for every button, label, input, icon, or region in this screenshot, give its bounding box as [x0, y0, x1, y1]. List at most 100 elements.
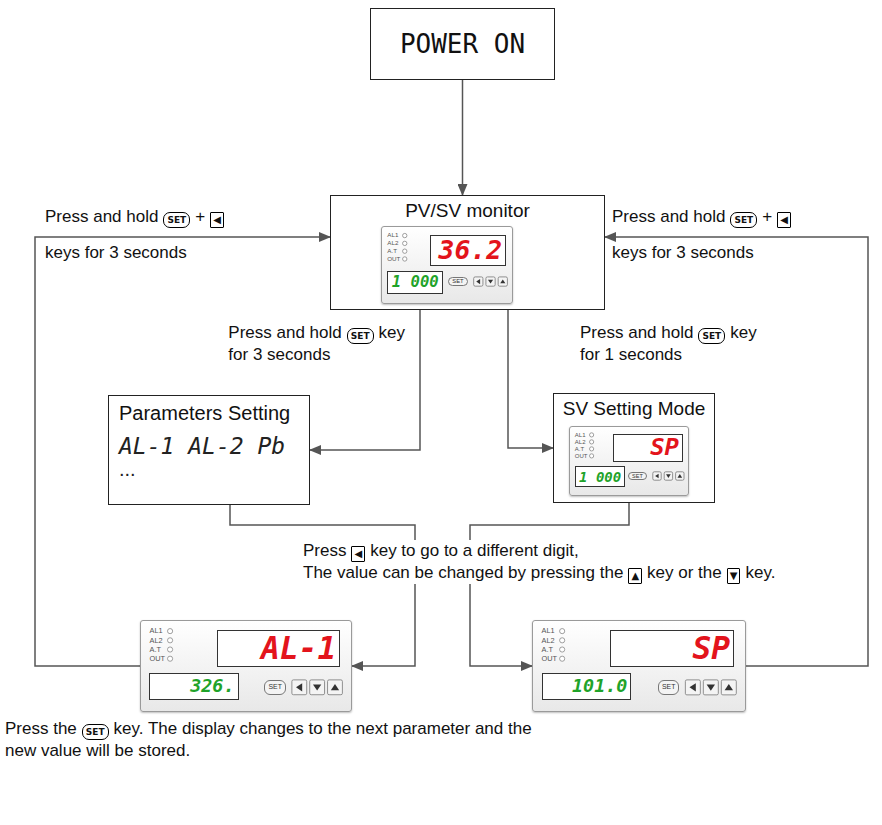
key-icon: SET [347, 328, 374, 344]
set-key: SET [448, 277, 467, 286]
annotation: Press and holdSET+◀keys for 3 seconds [612, 206, 796, 264]
arrow-key-symbol [488, 280, 493, 284]
flow-connector [605, 237, 868, 666]
arrow-key [703, 680, 718, 695]
annotation-line: Press◀key to go to a different digit, [303, 540, 780, 562]
node-title: PV/SV monitor [331, 200, 604, 222]
indicator-lamp [403, 249, 407, 253]
pv-value: AL-1 [261, 633, 336, 664]
arrow-key [664, 472, 672, 480]
annotation: Press◀key to go to a different digit,The… [300, 540, 783, 584]
arrow-key-symbol [313, 684, 321, 690]
flow-connector [35, 237, 330, 666]
arrow-key-symbol [725, 684, 733, 690]
indicator-lamp [590, 440, 594, 444]
indicator-lamp [403, 241, 407, 245]
node-label: POWER ON [400, 29, 525, 59]
annotation-text: key [379, 323, 405, 342]
arrow-key-symbol [331, 684, 339, 690]
pv-display: 36.2 [430, 235, 507, 266]
annotation-line: Press the SETkey. The display changes to … [5, 718, 535, 762]
arrow-key [653, 472, 661, 480]
arrow-key-symbol [500, 279, 505, 283]
pv-value: SP [650, 436, 679, 460]
annotation-text: keys for 3 seconds [45, 243, 187, 262]
arrow-key [721, 680, 736, 695]
key-icon: SET [163, 212, 190, 228]
annotation-line: Press and hold SET key [228, 322, 410, 344]
mode-box: PV/SV monitor36.21 000AL1AL2A.TOUTSET [330, 195, 605, 310]
key-icon: ◀ [210, 212, 224, 228]
annotation-line: keys for 3 seconds [612, 242, 796, 264]
indicator-label: AL2 [387, 240, 398, 246]
parameter-more: ... [119, 459, 299, 479]
indicator-label: A.T [387, 248, 397, 254]
annotation-line: Press and hold SET + ◀ [45, 206, 229, 228]
annotation-text: Press and hold [228, 323, 341, 342]
annotation-text: Press the [5, 719, 77, 738]
sv-display: 326. [149, 673, 238, 701]
pv-display: AL-1 [217, 630, 340, 667]
indicator-label: OUT [149, 655, 165, 662]
arrow-key [310, 680, 325, 695]
indicator-lamp [168, 656, 173, 661]
arrow-key-symbol [296, 683, 302, 691]
annotation: Press the SETkey. The display changes to … [5, 718, 535, 762]
annotation-line: Press and holdSET+◀ [612, 206, 796, 228]
indicator-lamp [168, 629, 173, 634]
mode-box: SV Setting ModeSP1 000AL1AL2A.TOUTSET [553, 393, 715, 503]
key-icon: SET [82, 724, 109, 740]
key-icon: SET [698, 328, 725, 344]
flow-connector [462, 80, 464, 195]
controller-panel: SP101.0AL1AL2A.TOUTSET [532, 620, 746, 712]
mode-box: Parameters SettingAL-1 AL-2 Pb... [108, 395, 310, 505]
sv-display: 101.0 [542, 673, 632, 701]
set-key: SET [658, 680, 679, 695]
indicator-label: A.T [149, 646, 160, 653]
annotation-text: Press and hold [45, 207, 158, 226]
key-icon: ▲ [628, 568, 642, 584]
indicator-lamp [168, 647, 173, 652]
annotation-text: key [730, 323, 756, 342]
annotation-line: for 3 seconds [228, 344, 410, 366]
arrow-key [292, 680, 307, 695]
annotation-text: key. The display changes to the next par… [5, 719, 532, 760]
annotation: Press and hold SET + ◀ keys for 3 seconds [45, 206, 229, 264]
annotation-line: keys for 3 seconds [45, 242, 229, 264]
annotation-line: Press and hold SET key [580, 322, 762, 344]
annotation-text: Press and hold [580, 323, 693, 342]
annotation-text: key or the [647, 563, 722, 582]
indicator-lamp [590, 447, 594, 451]
controller-panel: 36.21 000AL1AL2A.TOUTSET [381, 226, 513, 304]
indicator-lamp [403, 257, 407, 261]
indicator-lamp [560, 629, 565, 634]
indicator-label: AL1 [542, 627, 555, 634]
annotation-text: + [195, 207, 205, 226]
annotation-text: keys for 3 seconds [612, 243, 754, 262]
arrow-key-symbol [707, 684, 715, 690]
annotation-text: for 1 seconds [580, 345, 682, 364]
annotation: Press and hold SET key for 1 seconds [580, 322, 762, 366]
sv-display: 1 000 [575, 466, 625, 487]
key-icon: ◀ [777, 212, 791, 228]
annotation-text: + [762, 207, 772, 226]
set-key: SET [628, 472, 647, 480]
annotation: Press and hold SET key for 3 seconds [228, 322, 410, 366]
sv-value: 326. [190, 677, 234, 695]
indicator-label: OUT [575, 453, 588, 459]
indicator-label: AL2 [542, 637, 555, 644]
indicator-lamp [590, 433, 594, 437]
node-title: SV Setting Mode [554, 398, 714, 420]
controller-panel: SP1 000AL1AL2A.TOUTSET [569, 426, 689, 496]
annotation-text: Press and hold [612, 207, 725, 226]
arrow-key [676, 472, 684, 480]
indicator-lamp [560, 638, 565, 643]
pv-display: SP [613, 434, 683, 462]
indicator-label: AL2 [575, 439, 586, 445]
parameter-list: AL-1 AL-2 Pb [119, 433, 299, 459]
sv-value: 101.0 [572, 677, 627, 695]
sv-value: 1 000 [579, 470, 621, 484]
pv-value: SP [692, 633, 730, 664]
set-key: SET [264, 680, 285, 695]
